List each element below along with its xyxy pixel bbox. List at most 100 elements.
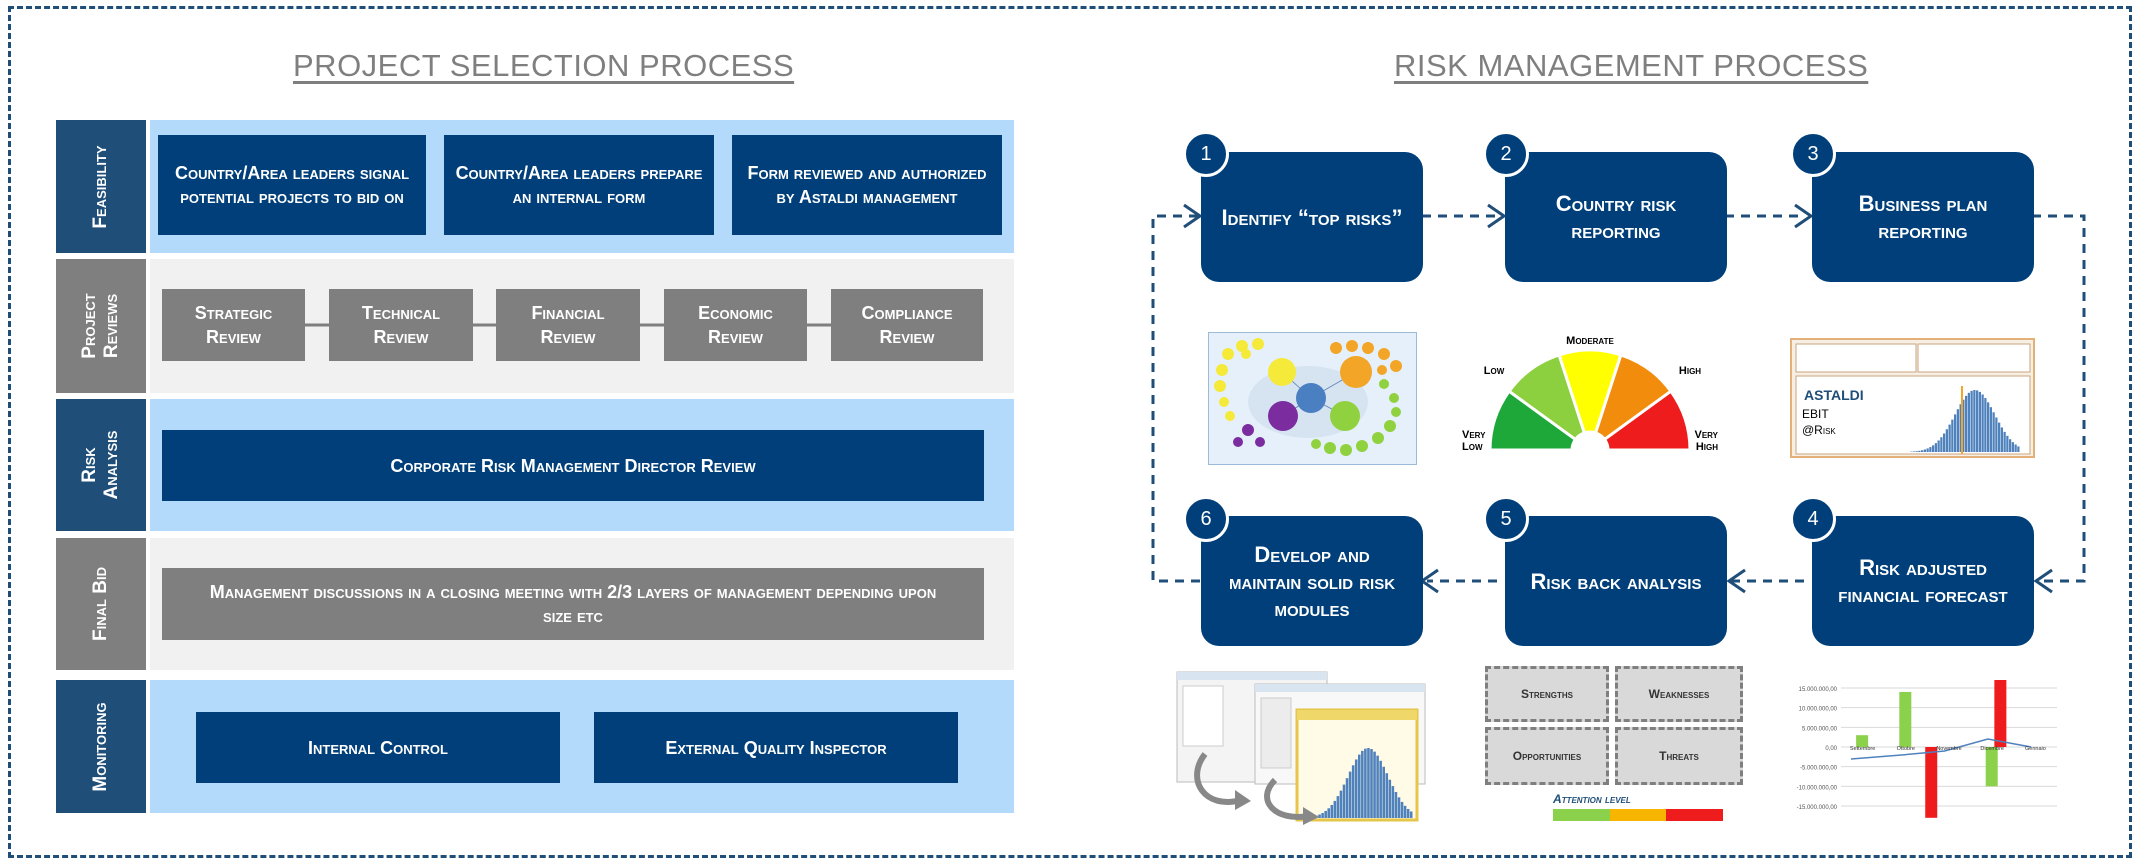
feasibility-step-authorize: Form reviewed and authorized by Astaldi … xyxy=(732,135,1002,235)
histogram-bar xyxy=(1926,448,1929,452)
histogram-bar xyxy=(1367,748,1370,818)
step-number-4: 4 xyxy=(1790,496,1836,542)
swot-weaknesses: Weaknesses xyxy=(1615,666,1743,722)
histogram-bar xyxy=(1940,437,1943,452)
histogram-bar xyxy=(2011,442,2014,452)
step-develop-risk-modules: Develop and maintain solid risk modules xyxy=(1201,516,1423,646)
chart-bar xyxy=(1985,747,1998,787)
management-discussion-box: Management discussions in a closing meet… xyxy=(162,568,984,640)
histogram-bar xyxy=(1364,748,1367,818)
chart-x-tick: Ottobre xyxy=(1897,746,1915,752)
feasibility-panel: Country/Area leaders signal potential pr… xyxy=(150,120,1014,253)
feasibility-step-signal: Country/Area leaders signal potential pr… xyxy=(158,135,426,235)
histogram-bar xyxy=(1984,398,1987,452)
histogram-bar xyxy=(1976,390,1979,452)
step-number-5: 5 xyxy=(1483,496,1529,542)
histogram-bar xyxy=(1324,810,1327,818)
chart-y-tick: 5.000.000,00 xyxy=(1802,726,1838,732)
technical-review-box: Technical Review xyxy=(329,289,473,361)
histogram-bar xyxy=(1945,429,1948,452)
histogram-bar xyxy=(1951,419,1954,452)
feasibility-row: Feasibility Country/Area leaders signal … xyxy=(56,120,1014,253)
histogram-bar xyxy=(1981,394,1984,452)
histogram-bar xyxy=(1373,751,1376,818)
histogram-bar xyxy=(1967,392,1970,452)
attention-level-label: Attention level xyxy=(1553,792,1631,806)
monitoring-row: Monitoring Internal Control External Qua… xyxy=(56,680,1014,813)
risk-analysis-panel: Corporate Risk Management Director Revie… xyxy=(150,399,1014,531)
histogram-bar xyxy=(1970,390,1973,452)
chart-x-tick: Novembre xyxy=(1936,746,1961,752)
economic-review-box: Economic Review xyxy=(664,289,807,361)
outer-dashed-frame xyxy=(8,6,2132,858)
compliance-review-box: Compliance Review xyxy=(831,289,983,361)
histogram-bar xyxy=(1954,414,1957,452)
step-number-3: 3 xyxy=(1790,131,1836,177)
step-number-1: 1 xyxy=(1183,131,1229,177)
strategic-review-box: Strategic Review xyxy=(162,289,305,361)
histogram-bar xyxy=(1409,811,1413,818)
histogram-bar xyxy=(1318,814,1321,818)
astaldi-logo: ASTALDI xyxy=(1804,387,1864,403)
financial-forecast-chart: 15.000.000,0010.000.000,005.000.000,000,… xyxy=(1797,680,2057,818)
step-business-plan-reporting: Business plan reporting xyxy=(1812,152,2034,282)
step-risk-adjusted-forecast: Risk adjusted financial forecast xyxy=(1812,516,2034,646)
monitoring-panel: Internal Control External Quality Inspec… xyxy=(150,680,1014,813)
chart-bar xyxy=(1899,691,1912,747)
risk-modules-screens-image xyxy=(1176,671,1426,825)
histogram-bar xyxy=(1406,808,1410,818)
risk-analysis-label: Risk Analysis xyxy=(56,399,146,531)
histogram-bar xyxy=(1358,754,1361,818)
chart-bar xyxy=(1994,680,2007,747)
step-risk-back-analysis: Risk back analysis xyxy=(1505,516,1727,646)
attention-level-bar xyxy=(1553,809,1724,821)
histogram-bar xyxy=(1915,451,1918,452)
histogram-bar xyxy=(1998,422,2001,452)
swot-threats: Threats xyxy=(1615,727,1743,785)
attention-low-segment xyxy=(1553,809,1610,821)
chart-y-tick: -5.000.000,00 xyxy=(1800,766,1838,772)
histogram-bar xyxy=(1992,412,1995,452)
step-country-risk-reporting: Country risk reporting xyxy=(1505,152,1727,282)
chart-x-tick: Gennaio xyxy=(2025,746,2046,752)
histogram-bar xyxy=(1342,784,1346,818)
histogram-bar xyxy=(1351,765,1355,818)
histogram-bar xyxy=(1400,801,1404,818)
gauge-segment xyxy=(1602,389,1692,452)
project-reviews-panel: Strategic Review Technical Review Financ… xyxy=(150,259,1014,393)
histogram-bar xyxy=(1912,451,1915,452)
histogram-bar xyxy=(1943,433,1946,452)
histogram-bar xyxy=(1397,797,1401,818)
histogram-bar xyxy=(2003,431,2006,452)
histogram-bar xyxy=(1345,778,1349,818)
risk-management-title: RISK MANAGEMENT PROCESS xyxy=(1394,48,1869,83)
histogram-bar xyxy=(1333,800,1337,818)
gauge-label: High xyxy=(1679,365,1701,377)
histogram-bar xyxy=(1339,790,1343,818)
attention-high-segment xyxy=(1666,809,1724,821)
step-number-2: 2 xyxy=(1483,131,1529,177)
attention-mid-segment xyxy=(1609,809,1667,821)
histogram-bar xyxy=(1403,805,1407,818)
histogram-bar xyxy=(1937,440,1940,452)
project-selection-title: PROJECT SELECTION PROCESS xyxy=(293,48,795,83)
histogram-bar xyxy=(1987,402,1990,452)
chart-trend-line xyxy=(1850,738,2032,760)
chart-bar xyxy=(1925,747,1938,818)
histogram-bar xyxy=(2017,446,2020,452)
monitoring-label: Monitoring xyxy=(56,680,146,813)
chart-y-tick: 15.000.000,00 xyxy=(1799,687,1838,693)
histogram-bar xyxy=(2014,444,2017,452)
feasibility-step-form: Country/Area leaders prepare an internal… xyxy=(444,135,714,235)
corporate-risk-review-box: Corporate Risk Management Director Revie… xyxy=(162,430,984,501)
histogram-bar xyxy=(1956,409,1959,452)
histogram-bar xyxy=(1330,804,1334,818)
histogram-bar xyxy=(1978,391,1981,452)
histogram-bar xyxy=(1995,417,1998,452)
histogram-bar xyxy=(1929,447,1932,452)
chart-y-tick: -10.000.000,00 xyxy=(1797,785,1838,791)
chart-y-tick: -15.000.000,00 xyxy=(1797,805,1838,811)
histogram-bar xyxy=(1962,399,1965,452)
